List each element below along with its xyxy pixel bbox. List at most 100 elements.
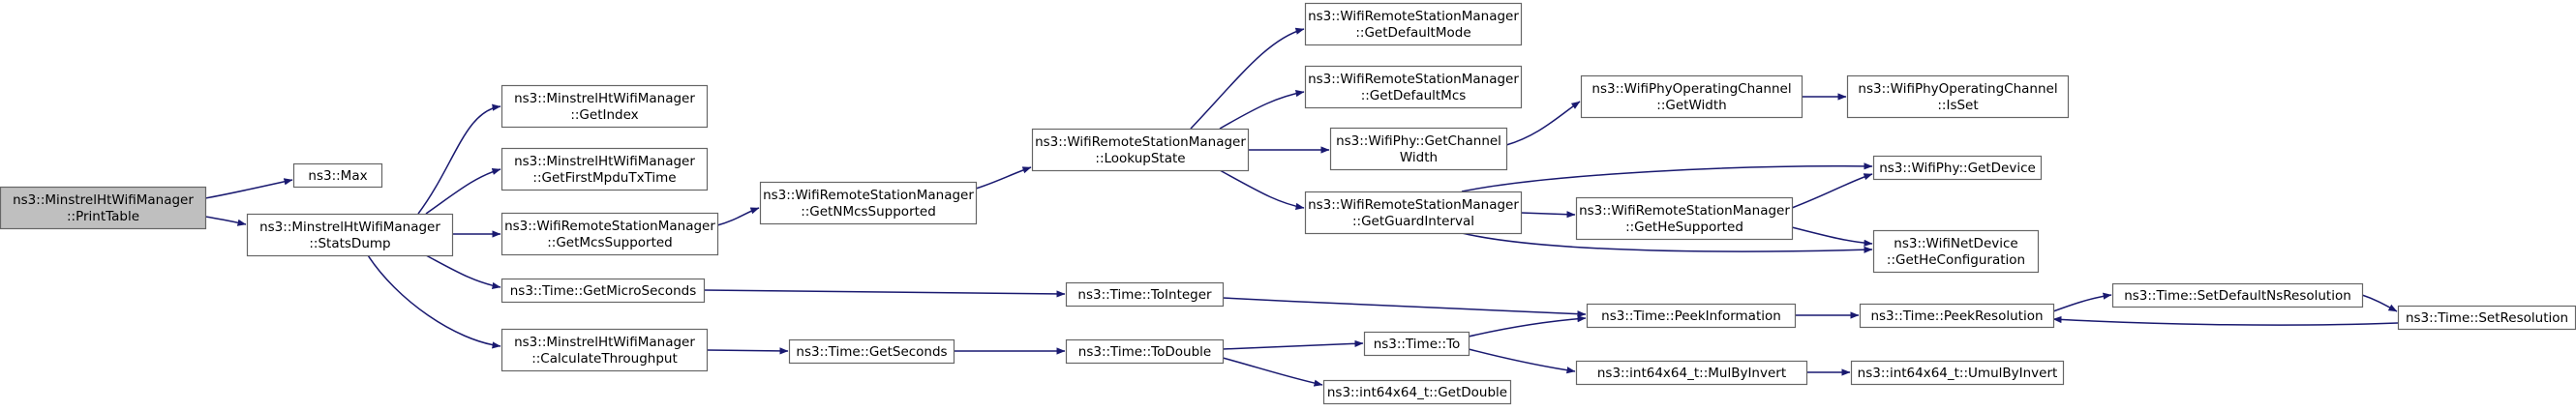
node-label-line: ::GetIndex <box>570 107 638 123</box>
node-box[interactable] <box>2111 282 2364 308</box>
node-box[interactable] <box>1859 303 2055 329</box>
node-box[interactable] <box>0 186 207 230</box>
node-op-channel-get-width[interactable]: ns3::WifiPhyOperatingChannel::GetWidth <box>1580 74 1803 119</box>
edge-to-double-to-get-double <box>1222 357 1323 387</box>
node-box[interactable] <box>1586 303 1797 329</box>
node-box[interactable] <box>500 84 709 129</box>
node-to-double[interactable]: ns3::Time::ToDouble <box>1065 338 1225 365</box>
node-label-line: ns3::WifiPhy::GetDevice <box>1879 161 2036 176</box>
node-get-default-mode[interactable]: ns3::WifiRemoteStationManager::GetDefaul… <box>1304 2 1523 46</box>
node-op-channel-is-set[interactable]: ns3::WifiPhyOperatingChannel::IsSet <box>1846 74 2070 119</box>
node-label-line: ns3::MinstrelHtWifiManager <box>259 220 440 235</box>
node-box[interactable] <box>1065 338 1225 365</box>
node-umul-by-invert[interactable]: ns3::int64x64_t::UmulByInvert <box>1850 360 2065 386</box>
node-box[interactable] <box>500 328 709 372</box>
node-label-line: ns3::WifiPhyOperatingChannel <box>1591 81 1791 97</box>
node-box[interactable] <box>246 213 454 257</box>
node-box[interactable] <box>1304 2 1523 46</box>
node-box[interactable] <box>500 147 709 191</box>
node-box[interactable] <box>1363 331 1470 357</box>
node-get-he-supported[interactable]: ns3::WifiRemoteStationManager::GetHeSupp… <box>1575 196 1794 241</box>
node-max[interactable]: ns3::Max <box>292 162 383 189</box>
node-box[interactable] <box>1872 155 2043 181</box>
node-calculate-throughput[interactable]: ns3::MinstrelHtWifiManager::CalculateThr… <box>500 328 709 372</box>
node-box[interactable] <box>1850 360 2065 386</box>
node-get-micro-seconds[interactable]: ns3::Time::GetMicroSeconds <box>500 278 706 304</box>
node-peek-information[interactable]: ns3::Time::PeekInformation <box>1586 303 1797 329</box>
node-to-integer[interactable]: ns3::Time::ToInteger <box>1065 281 1225 308</box>
node-get-mcs-supported[interactable]: ns3::WifiRemoteStationManager::GetMcsSup… <box>500 212 719 256</box>
node-label-line: ::LookupState <box>1095 151 1185 166</box>
node-label-line: ns3::Time::To <box>1374 337 1461 352</box>
node-box[interactable] <box>292 162 383 189</box>
node-box[interactable] <box>1304 191 1523 235</box>
node-label-line: ns3::Time::PeekInformation <box>1601 308 1781 324</box>
node-get-guard-interval[interactable]: ns3::WifiRemoteStationManager::GetGuardI… <box>1304 191 1523 235</box>
node-get-index[interactable]: ns3::MinstrelHtWifiManager::GetIndex <box>500 84 709 129</box>
node-get-device[interactable]: ns3::WifiPhy::GetDevice <box>1872 155 2043 181</box>
edge-get-guard-interval-to-get-he-supported <box>1520 211 1576 219</box>
node-set-default-ns-resolution[interactable]: ns3::Time::SetDefaultNsResolution <box>2111 282 2364 308</box>
node-mul-by-invert[interactable]: ns3::int64x64_t::MulByInvert <box>1575 360 1808 386</box>
node-label-line: ns3::Time::ToInteger <box>1077 287 1212 303</box>
node-box[interactable] <box>1304 65 1523 109</box>
node-label-line: ::GetMcsSupported <box>547 235 673 250</box>
node-get-n-mcs-supported[interactable]: ns3::WifiRemoteStationManager::GetNMcsSu… <box>759 181 978 225</box>
node-label-line: ns3::MinstrelHtWifiManager <box>514 91 695 106</box>
node-box[interactable] <box>1575 196 1794 241</box>
node-get-seconds[interactable]: ns3::Time::GetSeconds <box>788 338 955 365</box>
node-box[interactable] <box>500 212 719 256</box>
edge-time-to-to-peek-information <box>1468 315 1587 338</box>
node-lookup-state[interactable]: ns3::WifiRemoteStationManager::LookupSta… <box>1031 128 1250 172</box>
edge-lookup-state-to-get-guard-interval <box>1219 169 1305 210</box>
node-label-line: ns3::Time::PeekResolution <box>1870 308 2043 324</box>
node-label-line: ::GetFirstMpduTxTime <box>532 170 676 186</box>
node-label-line: ns3::WifiNetDevice <box>1894 236 2017 251</box>
node-box[interactable] <box>1872 229 2040 274</box>
node-label-line: ns3::MinstrelHtWifiManager <box>514 154 695 169</box>
node-box[interactable] <box>759 181 978 225</box>
node-label-line: ::GetNMcsSupported <box>801 204 936 220</box>
node-box[interactable] <box>1031 128 1250 172</box>
node-get-default-mcs[interactable]: ns3::WifiRemoteStationManager::GetDefaul… <box>1304 65 1523 109</box>
edge-get-he-supported-to-get-he-configuration <box>1791 226 1873 247</box>
node-set-resolution[interactable]: ns3::Time::SetResolution <box>2397 305 2576 331</box>
edge-lookup-state-to-get-default-mode <box>1190 27 1305 130</box>
node-peek-resolution[interactable]: ns3::Time::PeekResolution <box>1859 303 2055 329</box>
node-label-line: ns3::Time::GetSeconds <box>796 344 947 360</box>
edge-to-integer-to-peek-information <box>1222 297 1587 318</box>
node-box[interactable] <box>1846 74 2070 119</box>
node-get-double[interactable]: ns3::int64x64_t::GetDouble <box>1322 379 1512 405</box>
node-box[interactable] <box>788 338 955 365</box>
node-box[interactable] <box>1575 360 1808 386</box>
node-box[interactable] <box>1580 74 1803 119</box>
node-box[interactable] <box>2397 305 2576 331</box>
node-label-line: ns3::Time::SetDefaultNsResolution <box>2124 288 2351 304</box>
node-label-line: ns3::Time::ToDouble <box>1078 344 1211 360</box>
node-get-he-configuration[interactable]: ns3::WifiNetDevice::GetHeConfiguration <box>1872 229 2040 274</box>
node-box[interactable] <box>1322 379 1512 405</box>
edge-get-channel-width-to-op-channel-get-width <box>1505 101 1581 146</box>
edge-stats-dump-to-get-index <box>417 103 501 215</box>
node-label-line: ns3::WifiRemoteStationManager <box>1308 9 1519 24</box>
node-box[interactable] <box>1329 127 1508 171</box>
edge-to-double-to-time-to <box>1222 339 1364 350</box>
node-label-line: ns3::int64x64_t::MulByInvert <box>1597 366 1786 381</box>
node-label-line: ns3::MinstrelHtWifiManager <box>514 335 695 350</box>
node-box[interactable] <box>500 278 706 304</box>
edge-stats-dump-to-get-first-mpdu-tx-time <box>425 167 501 215</box>
node-label-line: ::GetWidth <box>1656 98 1726 113</box>
node-label-line: ::GetDefaultMcs <box>1361 88 1467 103</box>
node-stats-dump[interactable]: ns3::MinstrelHtWifiManager::StatsDump <box>246 213 454 257</box>
node-label-line: ns3::WifiPhyOperatingChannel <box>1858 81 2057 97</box>
edge-get-he-supported-to-get-device <box>1791 173 1873 209</box>
node-label-line: ns3::WifiRemoteStationManager <box>1035 134 1246 150</box>
edge-get-mcs-supported-to-get-n-mcs-supported <box>716 207 760 226</box>
node-get-first-mpdu-tx-time[interactable]: ns3::MinstrelHtWifiManager::GetFirstMpdu… <box>500 147 709 191</box>
edge-get-n-mcs-supported-to-lookup-state <box>975 166 1032 190</box>
node-time-to[interactable]: ns3::Time::To <box>1363 331 1470 357</box>
node-print-table[interactable]: ns3::MinstrelHtWifiManager::PrintTable <box>0 186 207 230</box>
node-box[interactable] <box>1065 281 1225 308</box>
